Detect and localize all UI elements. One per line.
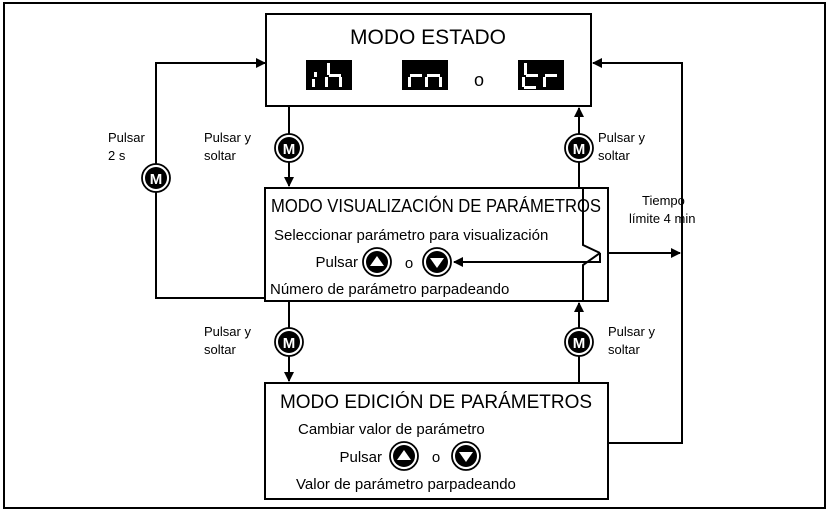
parameter-view-line3: Número de parámetro parpadeando (270, 281, 509, 298)
svg-text:M: M (573, 141, 586, 158)
up-button-icon[interactable] (362, 247, 392, 277)
label-pulsar-2s-line1: Pulsar (108, 130, 146, 145)
status-or-text: o (474, 70, 484, 90)
parameter-view-title: MODO VISUALIZACIÓN DE PARÁMETROS (271, 195, 601, 216)
status-mode-title: MODO ESTADO (350, 26, 506, 49)
label-tiempo-line2: límite 4 min (629, 211, 695, 226)
status-mode-box: MODO ESTADO o (265, 13, 592, 107)
internal-branch-upper (582, 188, 601, 254)
display-tr (518, 60, 564, 90)
m-button-icon[interactable]: M (564, 327, 594, 357)
parameter-view-pulsar: Pulsar (315, 254, 358, 271)
m-button-icon[interactable]: M (274, 133, 304, 163)
internal-branch-lower (582, 252, 601, 301)
parameter-view-or: o (405, 255, 413, 272)
display-rn (402, 60, 448, 90)
label-soltar-4: soltar (608, 342, 640, 357)
label-pulsar-y-1: Pulsar y (204, 130, 251, 145)
arrow-pulsar-2s (155, 58, 266, 299)
m-button-icon[interactable]: M (564, 133, 594, 163)
label-pulsar-y-3: Pulsar y (204, 324, 251, 339)
parameter-edit-pulsar: Pulsar (339, 449, 382, 466)
parameter-edit-mode-box: MODO EDICIÓN DE PARÁMETROS Cambiar valor… (264, 382, 609, 500)
display-ih (306, 60, 352, 90)
parameter-view-line1: Seleccionar parámetro para visualización (274, 227, 548, 244)
parameter-edit-or: o (432, 449, 440, 466)
outer-frame (3, 2, 826, 509)
m-button-icon[interactable]: M (141, 163, 171, 193)
parameter-edit-line1: Cambiar valor de parámetro (298, 421, 485, 438)
svg-text:M: M (283, 141, 296, 158)
svg-text:M: M (573, 335, 586, 352)
arrow-timeout-to-status (592, 58, 683, 444)
label-soltar-3: soltar (204, 342, 236, 357)
m-button-icon[interactable]: M (274, 327, 304, 357)
label-tiempo-line1: Tiempo (642, 193, 685, 208)
parameter-edit-line3: Valor de parámetro parpadeando (296, 476, 516, 493)
down-button-icon[interactable] (422, 247, 452, 277)
label-pulsar-2s-line2: 2 s (108, 148, 126, 163)
label-soltar-1: soltar (204, 148, 236, 163)
parameter-edit-title: MODO EDICIÓN DE PARÁMETROS (280, 391, 592, 413)
label-pulsar-y-2: Pulsar y (598, 130, 645, 145)
label-soltar-2: soltar (598, 148, 630, 163)
down-button-icon[interactable] (451, 441, 481, 471)
up-button-icon[interactable] (389, 441, 419, 471)
svg-text:M: M (283, 335, 296, 352)
arrow-to-down-button (453, 253, 601, 267)
label-pulsar-y-4: Pulsar y (608, 324, 655, 339)
svg-text:M: M (150, 171, 163, 188)
parameter-view-mode-box: MODO VISUALIZACIÓN DE PARÁMETROS Selecci… (264, 187, 609, 302)
